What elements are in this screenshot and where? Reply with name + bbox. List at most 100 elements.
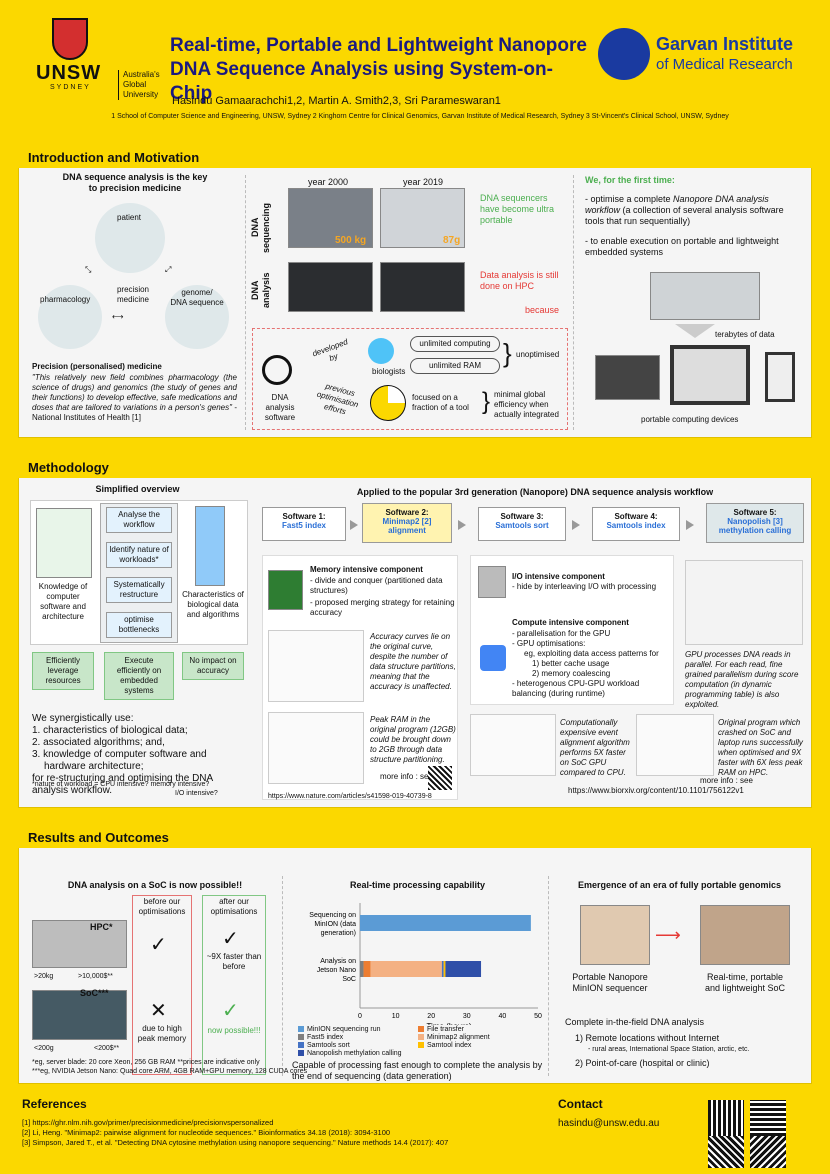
peak-ram-chart-image (268, 712, 364, 784)
intro-title: Introduction and Motivation (28, 150, 200, 165)
dna-helix-image (195, 506, 225, 586)
laptop-image (595, 355, 660, 400)
event-align-chart-image (470, 714, 556, 776)
legend-entry: MinION sequencing run (298, 1026, 381, 1034)
qr-code-twitter[interactable] (750, 1100, 786, 1136)
realtime-chart: 0 10 20 30 40 50Time (hours) Sequencing on MinI… (309, 903, 542, 1025)
legend-swatch (418, 1034, 424, 1041)
phone-image (765, 352, 795, 402)
legend-swatch (418, 1026, 424, 1033)
category-label: Analysis on (320, 958, 356, 965)
hpc-after-check: ✓ (222, 928, 239, 950)
x-tick-label: 0 (358, 1013, 362, 1020)
dna-helix-icon (598, 28, 650, 80)
tablet-image (670, 345, 750, 405)
x-tick-label: 20 (427, 1013, 435, 1020)
legend-swatch (418, 1042, 424, 1049)
poster-title: Real-time, Portable and Lightweight Nano… (170, 35, 587, 104)
bar-minion-sequencing (360, 915, 531, 931)
legend-label: Minimap2 alignment (427, 1034, 490, 1041)
qr-code-email[interactable] (708, 1100, 744, 1136)
hpc-2000-analysis-image (288, 262, 373, 312)
legend-swatch (298, 1042, 304, 1049)
bar-segment (443, 961, 446, 977)
authors: Hasindu Gamaarachchi1,2, Martin A. Smith… (172, 95, 501, 107)
hard-disk-icon (478, 566, 506, 598)
contact-email[interactable]: hasindu@unsw.edu.au (558, 1118, 660, 1129)
hpc-2019-analysis-image (380, 262, 465, 312)
legend-label: Fast5 index (307, 1034, 344, 1041)
hpc-2000-image (288, 188, 373, 248)
dna-analysis-label: DNA analysis (250, 272, 271, 309)
qr-code-1[interactable] (428, 766, 452, 790)
first-time-bullet-2: - to enable execution on portable and li… (585, 236, 779, 257)
software-2-box: Software 2:Minimap2 [2] alignment (362, 503, 452, 543)
category-label: SoC (342, 976, 356, 983)
synergy-list: We synergistically use: 1. characteristi… (32, 713, 213, 796)
global-university: Australia's Global University (118, 70, 160, 100)
genome-circle (165, 285, 229, 349)
hpc-comparison-chart-image (636, 714, 714, 776)
x-tick-label: 10 (392, 1013, 400, 1020)
pm-quote: "This relatively new field combines phar… (32, 373, 237, 422)
fraction-pie-icon (370, 385, 406, 421)
minion-2019-image (380, 188, 465, 248)
results-title: Results and Outcomes (28, 830, 169, 845)
software-3-box: Software 3:Samtools sort (478, 507, 566, 541)
intro-left-heading: DNA sequence analysis is the key to prec… (62, 172, 208, 193)
hpc-before-check: ✓ (150, 934, 167, 956)
legend-swatch (298, 1034, 304, 1041)
gpu-table-image (685, 560, 803, 645)
x-axis-label: Time (hours) (426, 1022, 471, 1025)
soc-board-image (32, 990, 127, 1040)
legend-label: Samtool index (427, 1042, 472, 1049)
unsw-wordmark: UNSW (36, 62, 102, 84)
legend-label: Samtools sort (307, 1042, 350, 1049)
x-tick-label: 50 (534, 1013, 542, 1020)
bar-segment (363, 961, 371, 977)
software-4-box: Software 4:Samtools index (592, 507, 680, 541)
accuracy-chart-image (268, 630, 364, 702)
minion-image (650, 272, 760, 320)
after-column (202, 895, 266, 1075)
category-label: MinION (data (314, 921, 356, 928)
x-tick-label: 30 (463, 1013, 471, 1020)
legend-swatch (298, 1050, 304, 1057)
legend-swatch (298, 1026, 304, 1033)
patient-circle (95, 203, 165, 273)
legend-label: Nanopolish methylation calling (307, 1050, 402, 1057)
qr-code-3[interactable] (708, 1136, 744, 1168)
bar-segment (441, 961, 444, 977)
soc-after-check: ✓ (222, 1000, 239, 1022)
analysis-search-icon (262, 355, 292, 385)
gpu-chip-icon (480, 645, 506, 671)
computer-arch-icon (36, 508, 92, 578)
legend-entry: Samtools sort (298, 1042, 350, 1050)
arrow-right-icon: ⟶ (655, 925, 681, 945)
legend-entry: Samtool index (418, 1042, 471, 1050)
category-label: Jetson Nano (317, 967, 356, 974)
legend-entry: File transfer (418, 1026, 464, 1034)
software-1-box: Software 1:Fast5 index (262, 507, 346, 541)
crest-icon (52, 18, 88, 60)
legend-entry: Fast5 index (298, 1034, 343, 1042)
affiliations: 1 School of Computer Science and Enginee… (111, 113, 729, 120)
bar-segment (360, 961, 364, 977)
bar-segment (370, 961, 442, 977)
legend-label: MinION sequencing run (307, 1026, 381, 1033)
pharmacology-circle (38, 285, 102, 349)
minion-hands-image (580, 905, 650, 965)
results-panel (18, 822, 812, 1084)
category-label: Sequencing on (309, 912, 356, 919)
soc-hands-image (700, 905, 790, 965)
qr-code-4[interactable] (750, 1136, 786, 1168)
garvan-logo: Garvan Institute of Medical Research (598, 28, 808, 84)
category-label: generation) (321, 930, 356, 937)
software-5-box: Software 5:Nanopolish [3] methylation ca… (706, 503, 804, 543)
before-column (132, 895, 192, 1075)
unsw-logo: UNSW SYDNEY (36, 18, 100, 96)
x-tick-label: 40 (499, 1013, 507, 1020)
soc-before-cross: ✕ (150, 1000, 167, 1022)
hpc-server-image (32, 920, 127, 968)
